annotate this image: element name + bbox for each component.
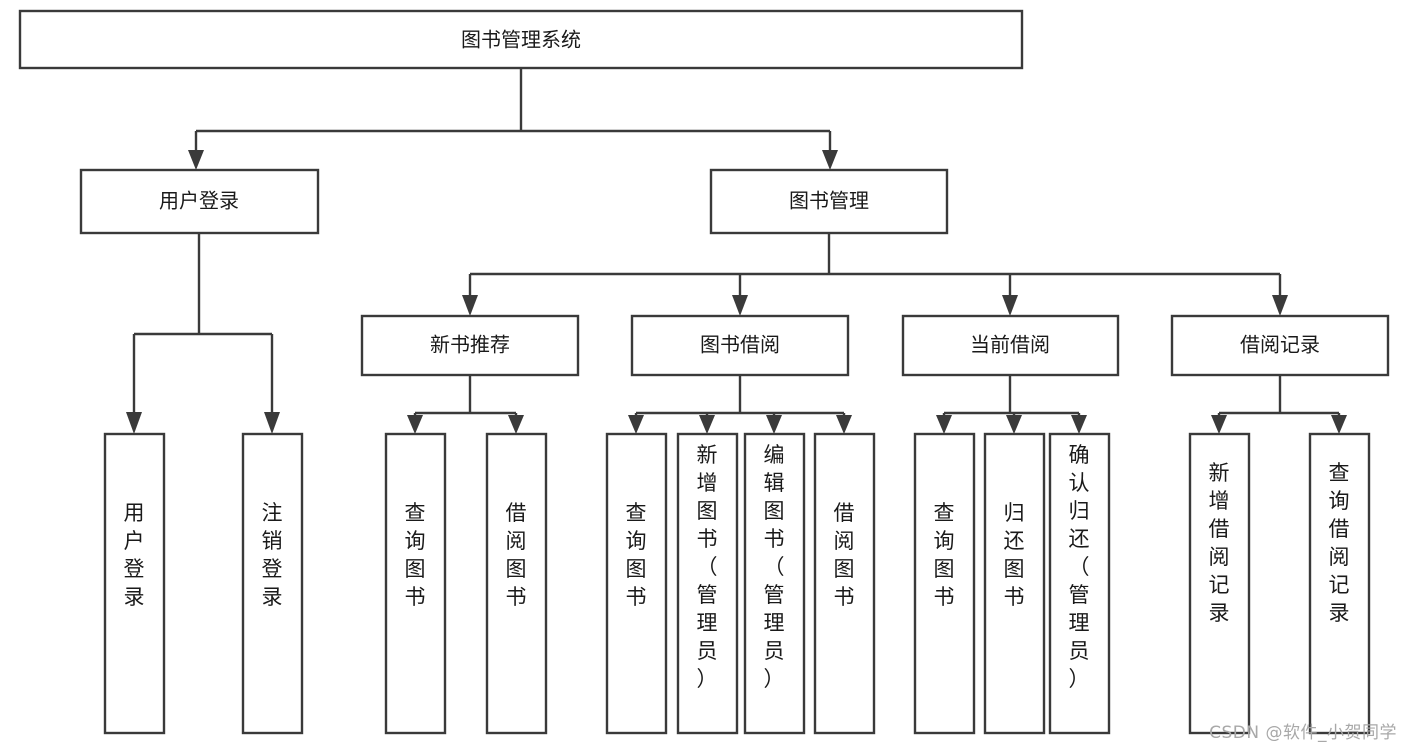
node-book-borrow-box[interactable] bbox=[630, 314, 850, 377]
node-current-borrow-box[interactable] bbox=[901, 314, 1120, 377]
arrowhead-leaf-edit-book bbox=[766, 415, 782, 434]
node-leaf-confirm-return-box[interactable] bbox=[1048, 432, 1111, 735]
arrowhead-book-manage bbox=[822, 150, 838, 170]
node-leaf-query-book-2-box[interactable] bbox=[605, 432, 668, 735]
node-root[interactable]: 图书管理系统 bbox=[18, 9, 1024, 70]
node-leaf-borrow-book-1-label: 借阅图书 bbox=[506, 501, 527, 609]
node-leaf-user-logout-label: 注销登录 bbox=[262, 501, 283, 609]
node-leaf-return-book-label: 归还图书 bbox=[1004, 501, 1025, 609]
arrowhead-leaf-user-logout bbox=[264, 412, 280, 434]
node-root-box[interactable] bbox=[18, 9, 1024, 70]
node-book-borrow-label: 图书借阅 bbox=[700, 333, 780, 357]
node-leaf-user-login[interactable]: 用户登录 bbox=[103, 432, 166, 735]
node-borrow-record[interactable]: 借阅记录 bbox=[1170, 314, 1390, 377]
node-leaf-user-logout[interactable]: 注销登录 bbox=[241, 432, 304, 735]
node-leaf-user-login-label: 用户登录 bbox=[124, 501, 145, 609]
node-user-login-label: 用户登录 bbox=[159, 189, 239, 213]
node-leaf-query-record[interactable]: 查询借阅记录 bbox=[1308, 432, 1371, 735]
node-book-manage-box[interactable] bbox=[709, 168, 949, 235]
node-borrow-record-box[interactable] bbox=[1170, 314, 1390, 377]
node-new-book-rec[interactable]: 新书推荐 bbox=[360, 314, 580, 377]
node-book-borrow[interactable]: 图书借阅 bbox=[630, 314, 850, 377]
node-leaf-user-logout-box[interactable] bbox=[241, 432, 304, 735]
node-leaf-query-book-1-label: 查询图书 bbox=[405, 501, 426, 609]
node-user-login-box[interactable] bbox=[79, 168, 320, 235]
node-borrow-record-label: 借阅记录 bbox=[1240, 333, 1320, 357]
arrowhead-leaf-confirm-return bbox=[1071, 415, 1087, 434]
arrowhead-user-login bbox=[188, 150, 204, 170]
node-leaf-borrow-book-2-box[interactable] bbox=[813, 432, 876, 735]
node-leaf-query-book-1-box[interactable] bbox=[384, 432, 447, 735]
node-book-manage[interactable]: 图书管理 bbox=[709, 168, 949, 235]
node-new-book-rec-label: 新书推荐 bbox=[430, 333, 510, 357]
arrowhead-leaf-query-book-2 bbox=[628, 415, 644, 434]
arrowhead-borrow-record bbox=[1272, 295, 1288, 316]
node-leaf-add-book[interactable]: 新增图书（管理员） bbox=[676, 432, 739, 735]
node-leaf-confirm-return-label: 确认归还（管理员） bbox=[1069, 443, 1090, 691]
node-book-manage-label: 图书管理 bbox=[789, 189, 869, 213]
arrowhead-leaf-add-book bbox=[699, 415, 715, 434]
node-leaf-query-book-2[interactable]: 查询图书 bbox=[605, 432, 668, 735]
node-leaf-query-book-2-label: 查询图书 bbox=[626, 501, 647, 609]
csdn-watermark: CSDN @软件_小贺同学 bbox=[1209, 723, 1397, 743]
node-leaf-query-book-1[interactable]: 查询图书 bbox=[384, 432, 447, 735]
node-user-login[interactable]: 用户登录 bbox=[79, 168, 320, 235]
node-leaf-add-book-box[interactable] bbox=[676, 432, 739, 735]
node-leaf-add-record[interactable]: 新增借阅记录 bbox=[1188, 432, 1251, 735]
node-leaf-confirm-return[interactable]: 确认归还（管理员） bbox=[1048, 432, 1111, 735]
node-leaf-edit-book[interactable]: 编辑图书（管理员） bbox=[743, 432, 806, 735]
node-leaf-query-record-label: 查询借阅记录 bbox=[1329, 461, 1350, 625]
connector-layer bbox=[126, 68, 1347, 434]
node-root-label: 图书管理系统 bbox=[461, 28, 581, 52]
leaf-layer: 用户登录 注销登录 查询图书 借阅图书 查询图书 新增图书（管理员） bbox=[103, 432, 1371, 735]
node-leaf-add-record-box[interactable] bbox=[1188, 432, 1251, 735]
node-leaf-user-login-box[interactable] bbox=[103, 432, 166, 735]
node-leaf-borrow-book-2[interactable]: 借阅图书 bbox=[813, 432, 876, 735]
node-leaf-query-record-box[interactable] bbox=[1308, 432, 1371, 735]
node-leaf-query-book-3-box[interactable] bbox=[913, 432, 976, 735]
arrowhead-current-borrow bbox=[1002, 295, 1018, 316]
node-current-borrow[interactable]: 当前借阅 bbox=[901, 314, 1120, 377]
node-new-book-rec-box[interactable] bbox=[360, 314, 580, 377]
node-leaf-borrow-book-2-label: 借阅图书 bbox=[834, 501, 855, 609]
arrowhead-leaf-query-book-1 bbox=[407, 415, 423, 434]
node-leaf-edit-book-box[interactable] bbox=[743, 432, 806, 735]
node-leaf-return-book-box[interactable] bbox=[983, 432, 1046, 735]
node-leaf-add-record-label: 新增借阅记录 bbox=[1209, 461, 1230, 625]
arrowhead-new-book-rec bbox=[462, 295, 478, 316]
arrowhead-leaf-query-record bbox=[1331, 415, 1347, 434]
node-leaf-query-book-3[interactable]: 查询图书 bbox=[913, 432, 976, 735]
node-current-borrow-label: 当前借阅 bbox=[970, 333, 1050, 357]
node-leaf-add-book-label: 新增图书（管理员） bbox=[697, 443, 718, 691]
node-leaf-query-book-3-label: 查询图书 bbox=[934, 501, 955, 609]
arrowhead-leaf-borrow-book-2 bbox=[836, 415, 852, 434]
node-leaf-edit-book-label: 编辑图书（管理员） bbox=[764, 443, 785, 691]
arrowhead-leaf-add-record bbox=[1211, 415, 1227, 434]
arrowhead-book-borrow bbox=[732, 295, 748, 316]
node-leaf-borrow-book-1[interactable]: 借阅图书 bbox=[485, 432, 548, 735]
arrowhead-leaf-return-book bbox=[1006, 415, 1022, 434]
arrowhead-leaf-query-book-3 bbox=[936, 415, 952, 434]
arrowhead-leaf-user-login bbox=[126, 412, 142, 434]
node-leaf-return-book[interactable]: 归还图书 bbox=[983, 432, 1046, 735]
node-leaf-borrow-book-1-box[interactable] bbox=[485, 432, 548, 735]
arrowhead-leaf-borrow-book-1 bbox=[508, 415, 524, 434]
